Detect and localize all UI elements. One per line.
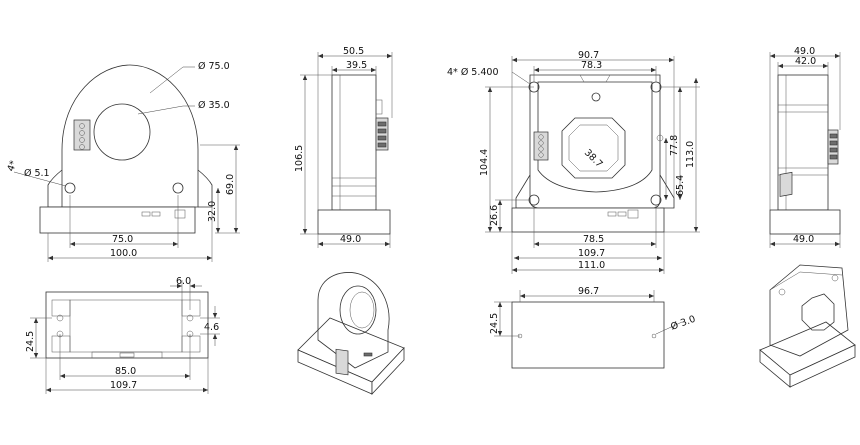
bottom-view: 6.0 4.6 24.5 85.0 109.7 <box>25 276 220 394</box>
dim-109-7-label: 109.7 <box>110 380 137 391</box>
right-77-8-label: 77.8 <box>669 135 680 156</box>
hole-3-label: Ø 3.0 <box>669 314 697 333</box>
hole-count-label: 4* <box>5 159 19 173</box>
width-50-5-label: 50.5 <box>343 46 364 57</box>
height-69-label: 69.0 <box>225 174 236 195</box>
height-106-5-label: 106.5 <box>294 145 305 172</box>
right-65-4-label: 65.4 <box>675 175 686 196</box>
top-42-label: 42.0 <box>795 56 816 67</box>
width-39-5-label: 39.5 <box>346 60 367 71</box>
side-view-2: 49.0 42.0 49.0 <box>769 46 841 248</box>
top-49-label: 49.0 <box>794 46 815 57</box>
top-78-3-label: 78.3 <box>581 60 602 71</box>
top-90-7-label: 90.7 <box>578 50 599 61</box>
height-32-label: 32.0 <box>207 201 218 222</box>
dim-96-7-label: 96.7 <box>578 286 599 297</box>
isometric-view-2 <box>759 171 856 388</box>
terminal-screws <box>79 123 85 150</box>
hole-diameter-label: Ø 5.1 <box>24 168 50 179</box>
isometric-view-1 <box>297 272 405 396</box>
outer-diameter-label: Ø 75.0 <box>198 61 230 72</box>
front-view: Ø 75.0 Ø 35.0 4* Ø 5.1 69.0 32.0 75.0 10… <box>5 61 240 262</box>
width-100-label: 100.0 <box>110 248 137 259</box>
side-view: 50.5 39.5 106.5 49.0 <box>294 46 393 248</box>
side2-base-49-label: 49.0 <box>793 234 814 245</box>
right-113-label: 113.0 <box>685 141 696 168</box>
hole-spec-label: 4* Ø 5.400 <box>447 67 499 78</box>
base-49-label: 49.0 <box>340 234 361 245</box>
window-38-7-label: 38.7 <box>582 147 605 170</box>
side-terminal-pins <box>377 121 387 148</box>
bottom-view-2: 96.7 24.5 Ø 3.0 <box>489 286 697 369</box>
side2-terminal-pins <box>829 133 838 160</box>
width-75-label: 75.0 <box>112 234 133 245</box>
bottom-111-label: 111.0 <box>578 260 605 271</box>
left-104-4-label: 104.4 <box>479 149 490 176</box>
front2-terminal-screws <box>538 134 544 158</box>
bottom-109-7-label: 109.7 <box>578 248 605 259</box>
bottom-78-5-label: 78.5 <box>583 234 604 245</box>
dim-6-label: 6.0 <box>176 276 191 287</box>
bottom2-24-5-label: 24.5 <box>489 313 500 334</box>
front-view-2: 38.7 4* Ø 5.400 90.7 78.3 104.4 <box>447 50 700 274</box>
left-26-6-label: 26.6 <box>489 205 500 226</box>
dim-85-label: 85.0 <box>115 366 136 377</box>
dim-4-6-label: 4.6 <box>204 322 219 333</box>
dim-24-5-label: 24.5 <box>25 331 36 352</box>
inner-diameter-label: Ø 35.0 <box>198 100 230 111</box>
